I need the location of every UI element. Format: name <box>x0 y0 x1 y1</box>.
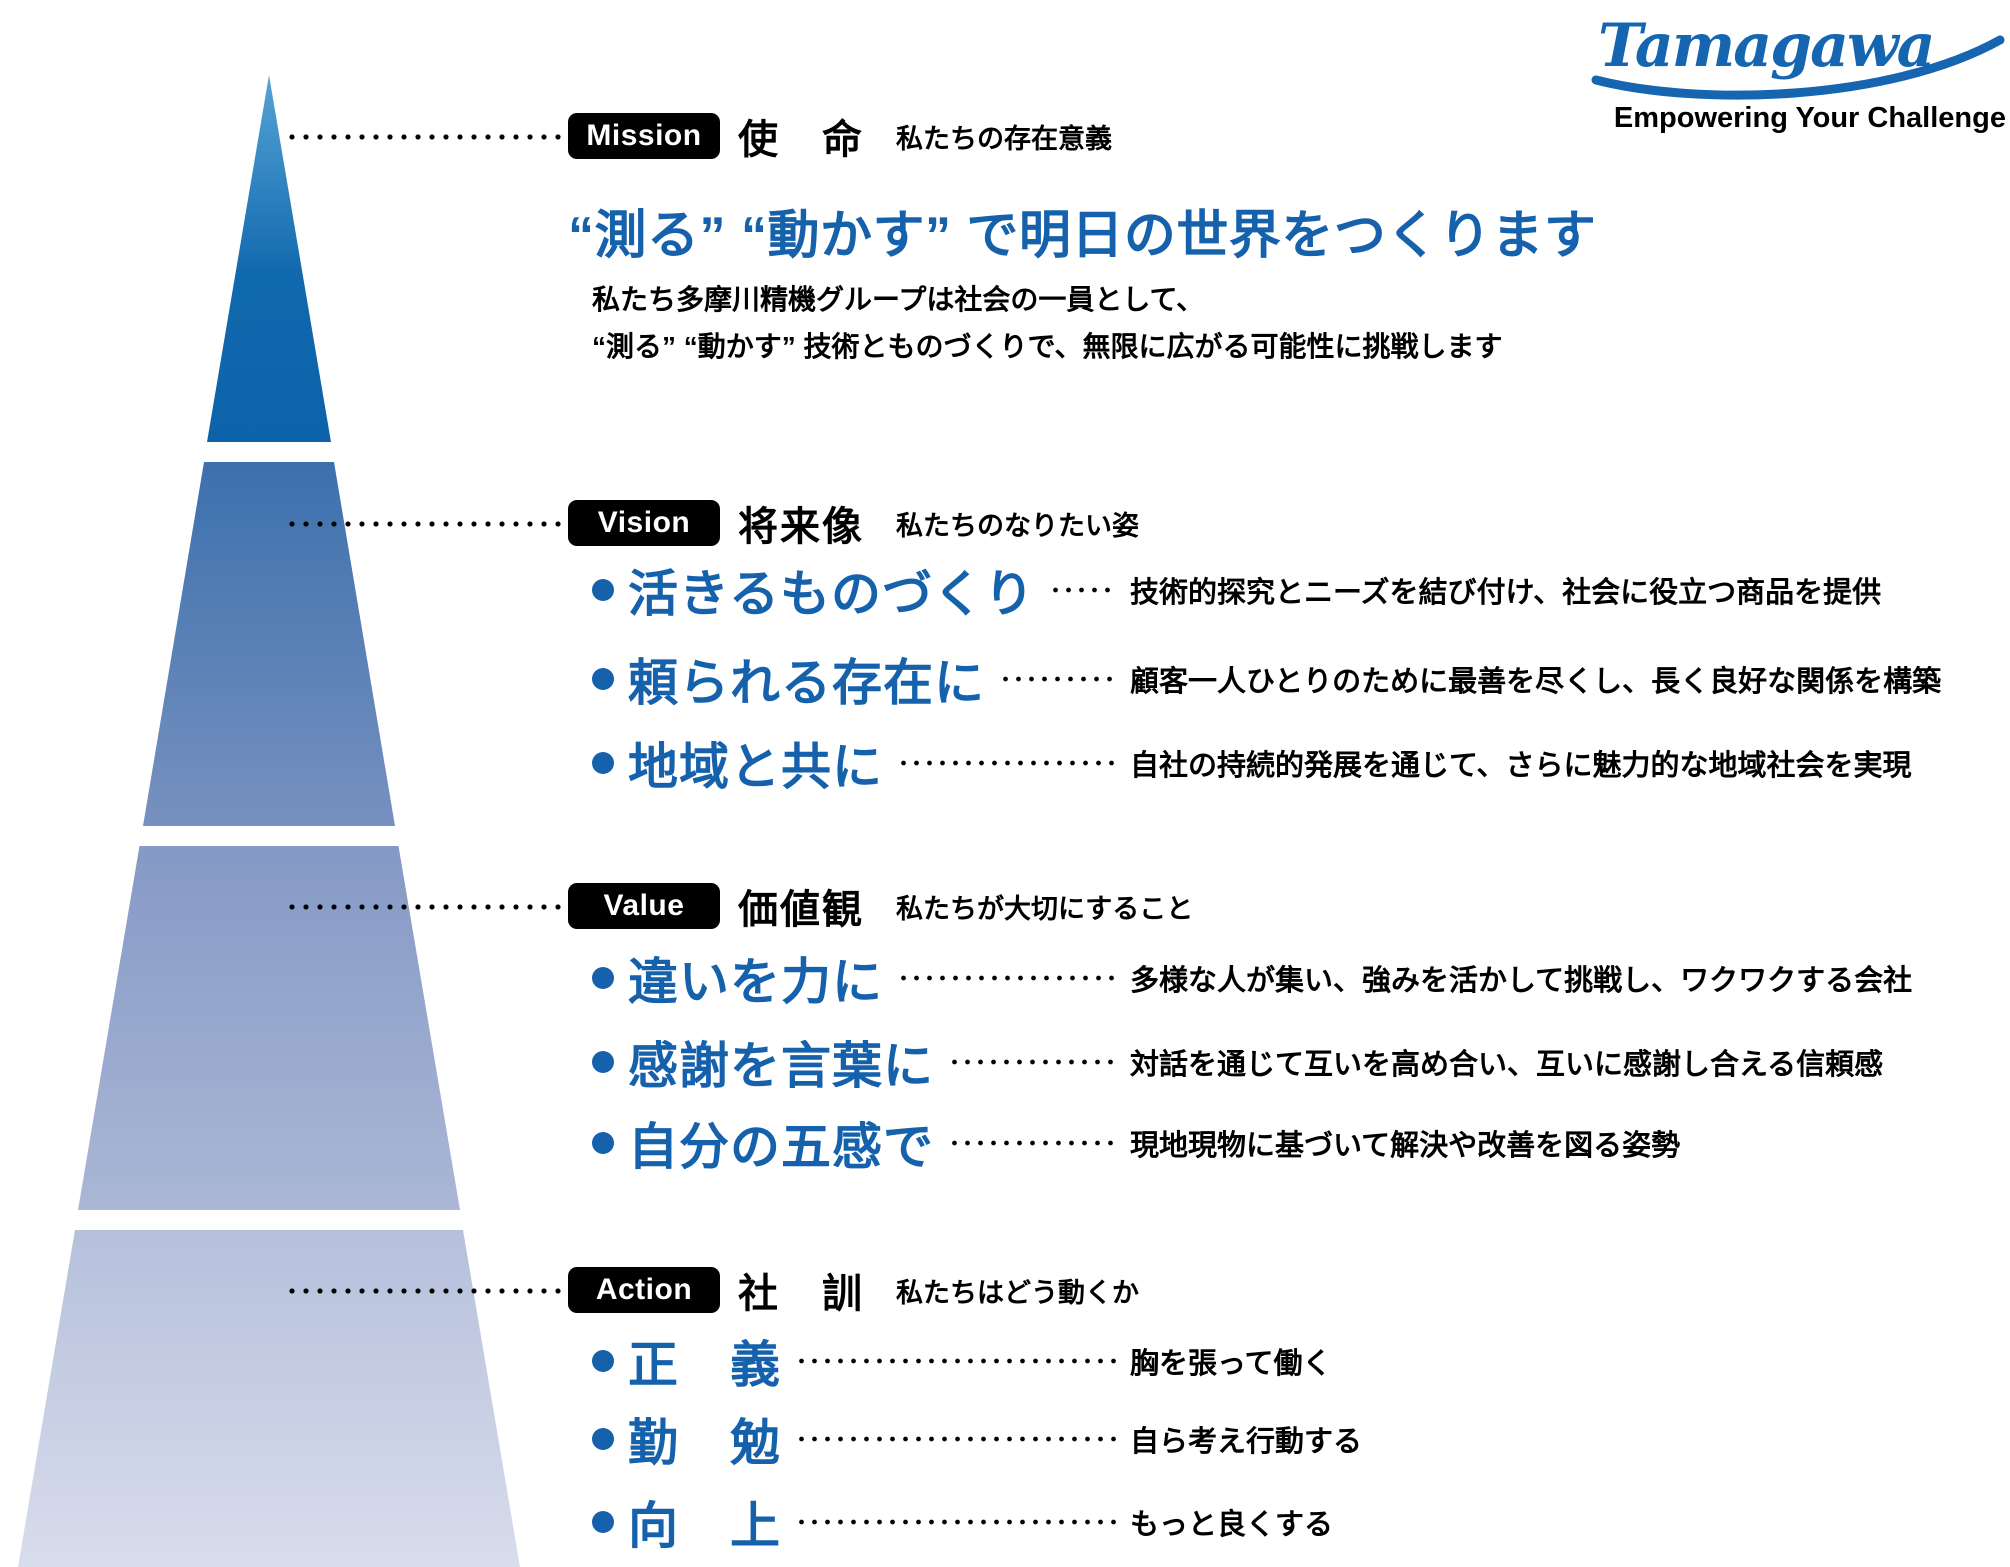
logo-wordmark: Tamagawa <box>1598 11 1934 81</box>
pyramid-graphic <box>18 75 520 1567</box>
action-subtitle: 私たちはどう動くか <box>896 1277 1139 1308</box>
value-item-3: 自分の五感で 現地現物に基づいて解決や改善を図る姿勢 <box>592 1111 1680 1175</box>
logo-swoosh <box>1591 35 2005 100</box>
bullet-icon <box>592 579 614 601</box>
action-item-2: 勤 勉 自ら考え行動する <box>592 1407 1362 1471</box>
vision-item-2: 頼られる存在に 顧客一人ひとりのために最善を尽くし、長く良好な関係を構築 <box>592 647 1941 711</box>
tamagawa-logo: Tamagawa <box>1591 11 2005 100</box>
action-title: 社 訓 <box>738 1272 864 1316</box>
vision-item-3-heading: 地域と共に <box>628 739 883 795</box>
vision-leader-line <box>285 521 566 527</box>
vision-item-3: 地域と共に 自社の持続的発展を通じて、さらに魅力的な地域社会を実現 <box>592 731 1912 795</box>
action-item-1: 正 義 胸を張って働く <box>592 1329 1332 1393</box>
value-item-3-desc: 現地現物に基づいて解決や改善を図る姿勢 <box>1130 1130 1681 1162</box>
vision-item-1: 活きるものづくり 技術的探究とニーズを結び付け、社会に役立つ商品を提供 <box>592 558 1881 622</box>
vision-subtitle: 私たちのなりたい姿 <box>896 510 1139 541</box>
dotted-leader <box>999 676 1116 682</box>
pyramid-segment-action <box>18 1230 520 1567</box>
value-item-2-heading: 感謝を言葉に <box>628 1038 934 1094</box>
action-item-2-desc: 自ら考え行動する <box>1130 1426 1363 1458</box>
action-header: Action 社 訓 私たちはどう動くか <box>568 1267 1139 1316</box>
value-item-2: 感謝を言葉に 対話を通じて互いを高め合い、互いに感謝し合える信頼感 <box>592 1030 1883 1094</box>
vision-title: 将来像 <box>738 505 864 549</box>
vision-item-3-desc: 自社の持続的発展を通じて、さらに魅力的な地域社会を実現 <box>1130 750 1912 782</box>
value-item-1: 違いを力に 多様な人が集い、強みを活かして挑戦し、ワクワクする会社 <box>592 946 1912 1010</box>
value-leader-line <box>285 904 566 910</box>
vision-item-2-desc: 顧客一人ひとりのために最善を尽くし、長く良好な関係を構築 <box>1130 666 1942 698</box>
bullet-icon <box>592 967 614 989</box>
bullet-icon <box>592 1350 614 1372</box>
value-item-1-desc: 多様な人が集い、強みを活かして挑戦し、ワクワクする会社 <box>1130 965 1913 997</box>
action-item-1-heading: 正 義 <box>628 1337 781 1393</box>
dotted-leader <box>1049 587 1116 593</box>
bullet-icon <box>592 1051 614 1073</box>
bullet-icon <box>592 668 614 690</box>
mission-body: 私たち多摩川精機グループは社会の一員として、 “測る” “動かす” 技術とものづ… <box>592 276 1502 370</box>
action-item-3-heading: 向 上 <box>628 1498 781 1554</box>
mission-header: Mission 使 命 私たちの存在意義 <box>568 113 1112 162</box>
mission-leader-line <box>285 134 566 140</box>
value-item-2-desc: 対話を通じて互いを高め合い、互いに感謝し合える信頼感 <box>1130 1049 1884 1081</box>
action-item-2-heading: 勤 勉 <box>628 1415 781 1471</box>
action-item-3: 向 上 もっと良くする <box>592 1490 1333 1554</box>
value-item-3-heading: 自分の五感で <box>628 1119 934 1175</box>
mission-badge: Mission <box>568 113 720 159</box>
dotted-leader <box>948 1140 1116 1146</box>
pyramid-segment-mission <box>207 75 331 442</box>
dotted-leader <box>897 760 1116 766</box>
vision-badge: Vision <box>568 500 720 546</box>
mission-body-line-2: “測る” “動かす” 技術とものづくりで、無限に広がる可能性に挑戦します <box>592 331 1503 362</box>
action-item-1-desc: 胸を張って働く <box>1130 1348 1332 1380</box>
value-subtitle: 私たちが大切にすること <box>896 893 1194 924</box>
value-badge: Value <box>568 883 720 929</box>
value-title: 価値観 <box>738 888 864 932</box>
dotted-leader <box>795 1519 1116 1525</box>
pyramid-segment-value <box>78 846 460 1210</box>
action-item-3-desc: もっと良くする <box>1130 1509 1334 1541</box>
bullet-icon <box>592 1511 614 1533</box>
bullet-icon <box>592 1428 614 1450</box>
logo-tagline: Empowering Your Challenge <box>1613 102 2006 134</box>
mission-subtitle: 私たちの存在意義 <box>896 123 1112 154</box>
vision-item-1-desc: 技術的探究とニーズを結び付け、社会に役立つ商品を提供 <box>1130 577 1882 609</box>
dotted-leader <box>795 1436 1116 1442</box>
pyramid-segment-vision <box>143 462 395 826</box>
vision-item-2-heading: 頼られる存在に <box>628 655 985 711</box>
value-header: Value 価値観 私たちが大切にすること <box>568 883 1194 932</box>
dotted-leader <box>795 1358 1116 1364</box>
mission-title: 使 命 <box>738 118 864 162</box>
action-leader-line <box>285 1288 566 1294</box>
action-badge: Action <box>568 1267 720 1313</box>
dotted-leader <box>897 975 1116 981</box>
bullet-icon <box>592 1132 614 1154</box>
bullet-icon <box>592 752 614 774</box>
mission-body-line-1: 私たち多摩川精機グループは社会の一員として、 <box>592 284 1205 315</box>
value-item-1-heading: 違いを力に <box>628 954 883 1010</box>
dotted-leader <box>948 1059 1116 1065</box>
vision-header: Vision 将来像 私たちのなりたい姿 <box>568 500 1139 549</box>
vision-item-1-heading: 活きるものづくり <box>628 566 1035 622</box>
mission-headline: “測る” “動かす” で明日の世界をつくります <box>568 207 1597 265</box>
